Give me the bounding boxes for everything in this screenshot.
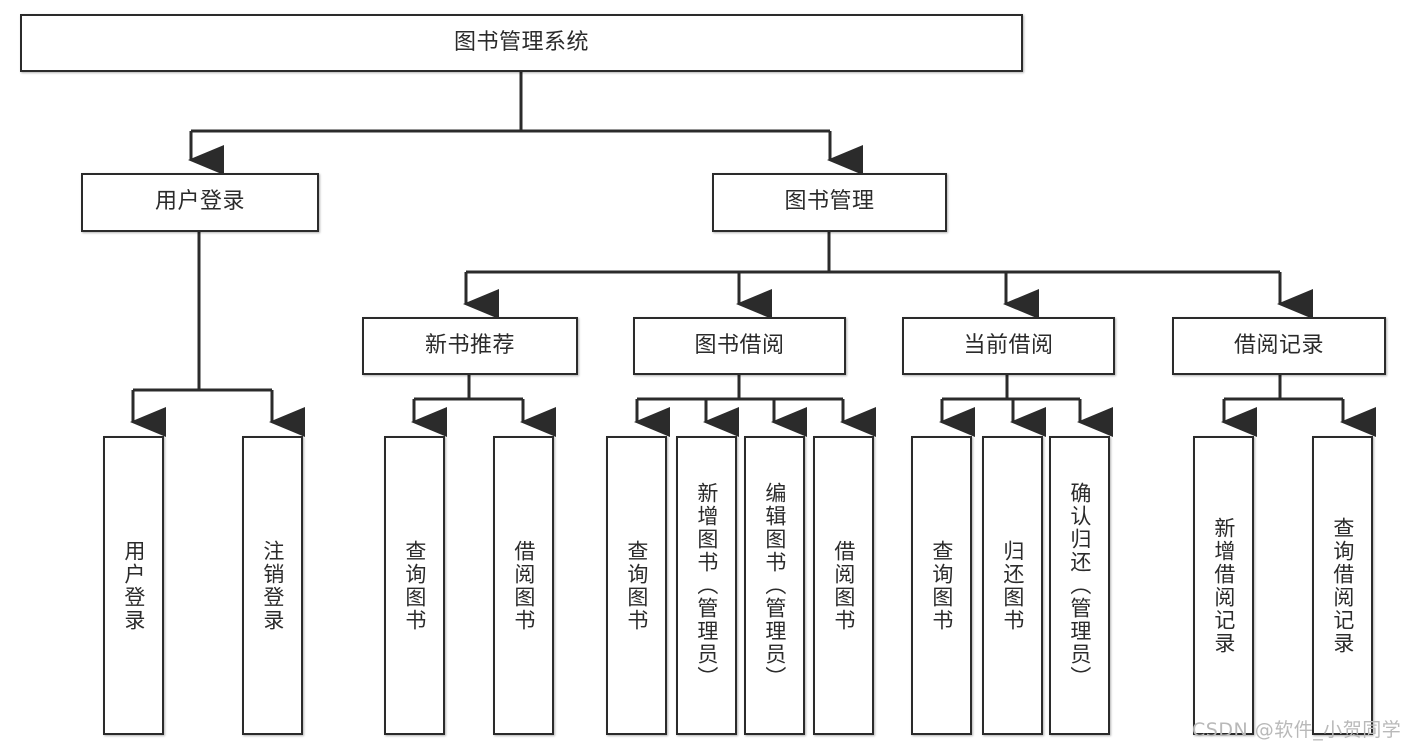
leaf-book-borrow-edit[interactable]: 编辑图书（管理员）: [744, 436, 805, 735]
leaf-borrow-record-add-label: 新增借阅记录: [1211, 516, 1236, 655]
node-new-book-recommend-label: 新书推荐: [424, 332, 515, 358]
leaf-user-login-signin-label: 用户登录: [121, 539, 146, 632]
node-book-management-label: 图书管理: [784, 189, 875, 215]
leaf-current-borrow-return-label: 归还图书: [1000, 539, 1025, 632]
leaf-book-borrow-add-label: 新增图书（管理员）: [694, 482, 719, 689]
csdn-watermark: CSDN @软件_小贺同学: [1192, 719, 1402, 741]
leaf-book-borrow-add[interactable]: 新增图书（管理员）: [676, 436, 737, 735]
leaf-current-borrow-query-label: 查询图书: [929, 539, 954, 632]
node-book-borrow-label: 图书借阅: [694, 332, 785, 358]
leaf-new-book-query[interactable]: 查询图书: [384, 436, 445, 735]
leaf-book-borrow-edit-label: 编辑图书（管理员）: [762, 482, 787, 689]
leaf-user-login-signout[interactable]: 注销登录: [242, 436, 303, 735]
leaf-current-borrow-query[interactable]: 查询图书: [911, 436, 972, 735]
leaf-book-borrow-query-label: 查询图书: [624, 539, 649, 632]
leaf-current-borrow-confirm-return[interactable]: 确认归还（管理员）: [1049, 436, 1110, 735]
leaf-borrow-record-query[interactable]: 查询借阅记录: [1312, 436, 1373, 735]
node-root-system[interactable]: 图书管理系统: [20, 14, 1023, 72]
leaf-new-book-query-label: 查询图书: [402, 539, 427, 632]
leaf-user-login-signout-label: 注销登录: [260, 539, 285, 632]
leaf-new-book-borrow-label: 借阅图书: [511, 539, 536, 632]
node-book-management[interactable]: 图书管理: [712, 173, 947, 232]
node-current-borrow-label: 当前借阅: [963, 332, 1054, 358]
leaf-book-borrow-lend-label: 借阅图书: [831, 539, 856, 632]
node-user-login[interactable]: 用户登录: [81, 173, 319, 232]
node-borrow-record[interactable]: 借阅记录: [1172, 317, 1386, 375]
leaf-new-book-borrow[interactable]: 借阅图书: [493, 436, 554, 735]
node-new-book-recommend[interactable]: 新书推荐: [362, 317, 578, 375]
leaf-current-borrow-confirm-return-label: 确认归还（管理员）: [1067, 482, 1092, 689]
node-root-label: 图书管理系统: [453, 29, 589, 55]
leaf-borrow-record-query-label: 查询借阅记录: [1330, 516, 1355, 655]
leaf-borrow-record-add[interactable]: 新增借阅记录: [1193, 436, 1254, 735]
leaf-current-borrow-return[interactable]: 归还图书: [982, 436, 1043, 735]
leaf-book-borrow-query[interactable]: 查询图书: [606, 436, 667, 735]
node-user-login-label: 用户登录: [154, 189, 245, 215]
node-borrow-record-label: 借阅记录: [1233, 332, 1324, 358]
node-current-borrow[interactable]: 当前借阅: [902, 317, 1115, 375]
leaf-user-login-signin[interactable]: 用户登录: [103, 436, 164, 735]
node-book-borrow[interactable]: 图书借阅: [633, 317, 846, 375]
leaf-book-borrow-lend[interactable]: 借阅图书: [813, 436, 874, 735]
